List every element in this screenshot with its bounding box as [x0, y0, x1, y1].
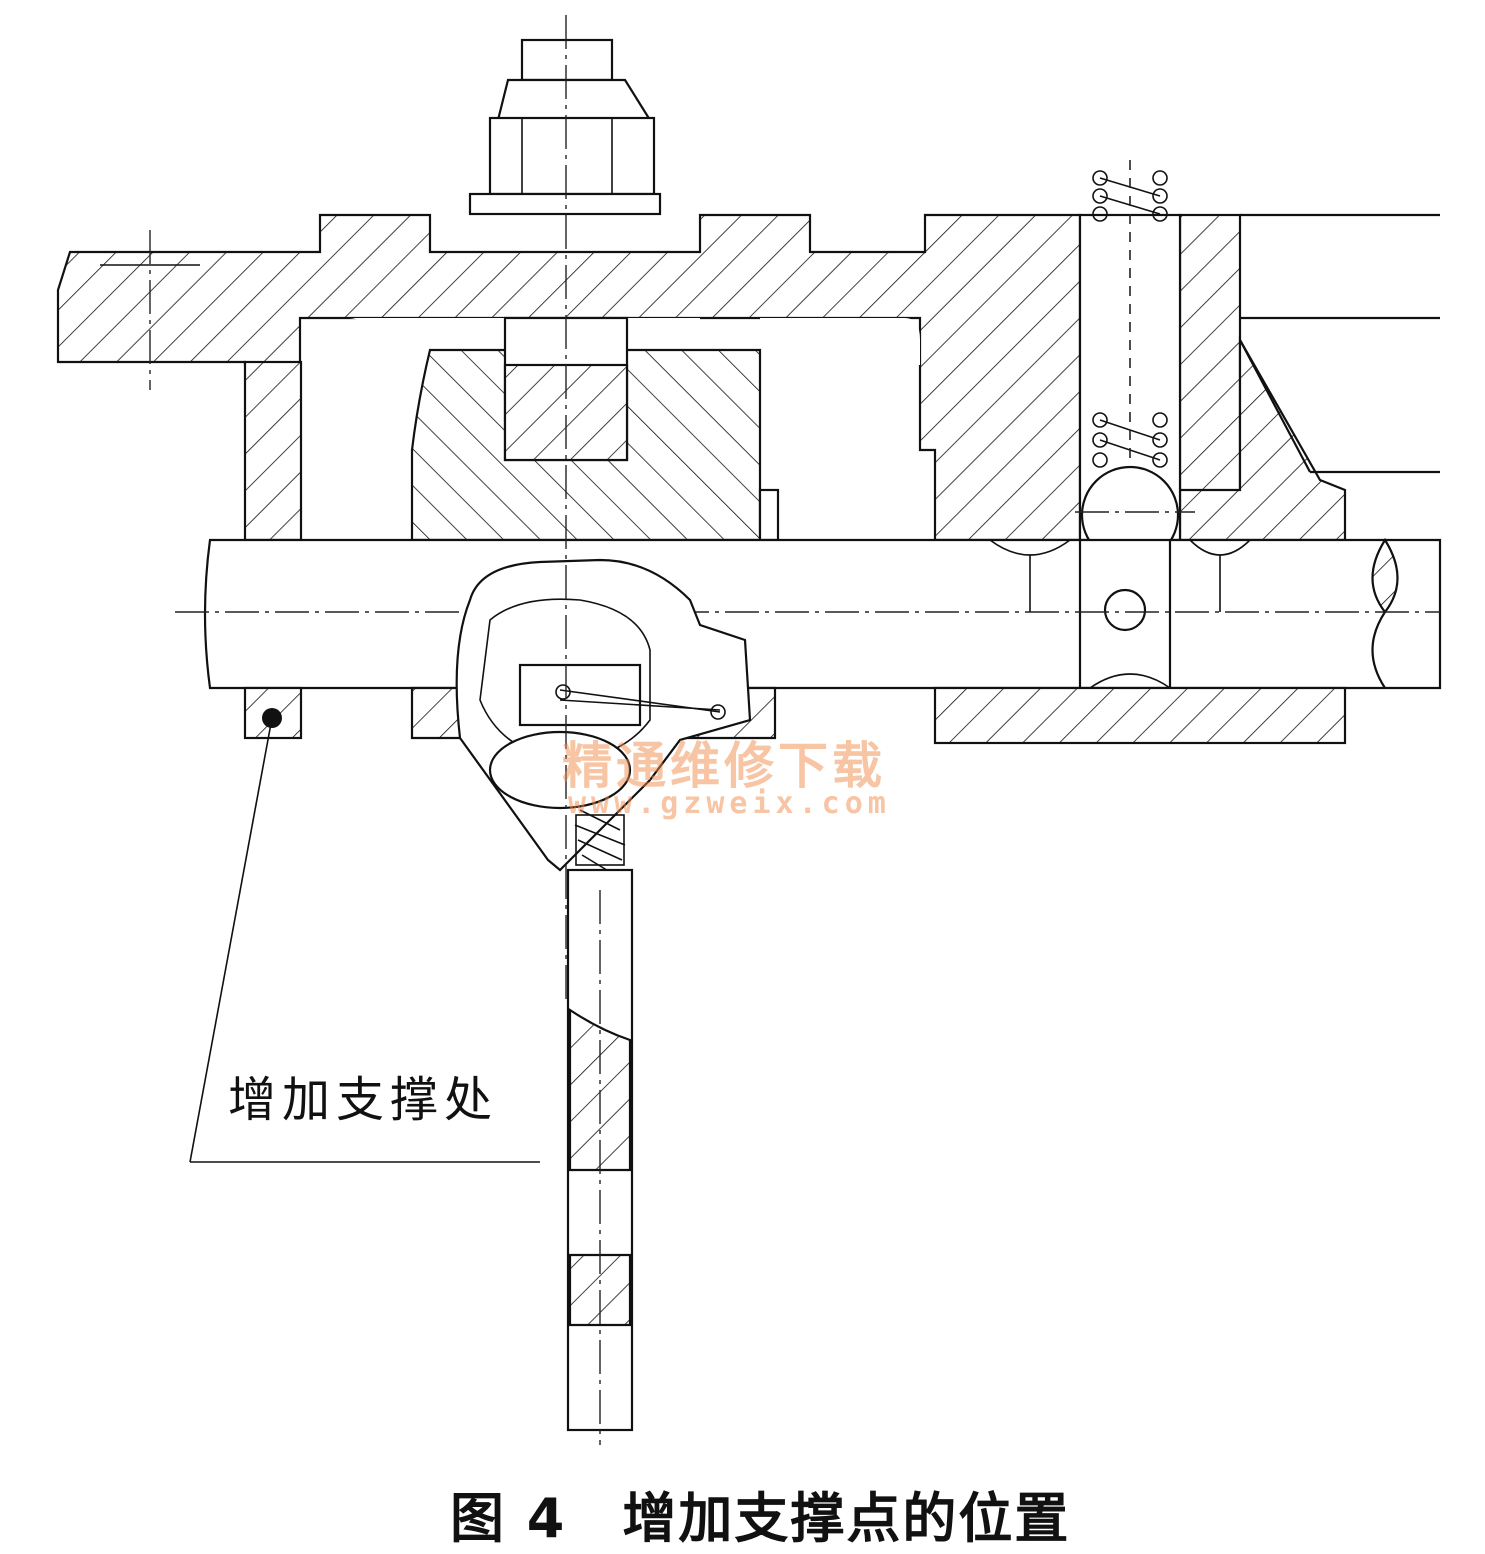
shift-fork	[455, 558, 752, 876]
left-wall	[243, 360, 303, 542]
callout-leader	[189, 717, 540, 1163]
shift-rail	[175, 537, 1442, 690]
figure-caption: 图 4 增加支撑点的位置	[450, 1487, 1071, 1550]
hex-nut	[468, 38, 662, 216]
support-point-label: 增加支撑处	[228, 1072, 499, 1128]
lower-right-part	[933, 686, 1347, 745]
watermark-text: 精通维修下载	[562, 737, 886, 795]
watermark-url: www.gzweix.com	[568, 786, 891, 821]
lever-arm	[566, 868, 634, 1445]
center-block	[410, 316, 780, 542]
